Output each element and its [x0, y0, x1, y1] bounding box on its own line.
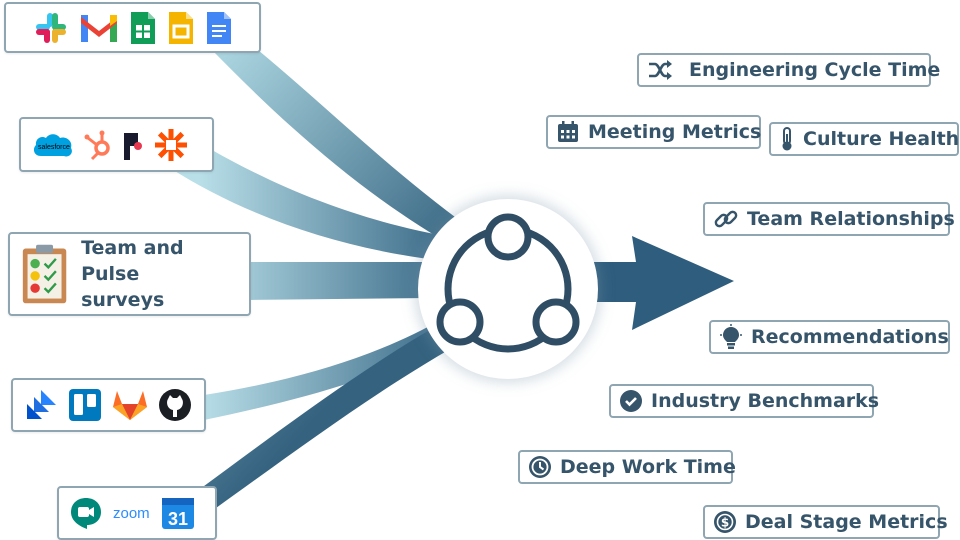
hubspot-icon [84, 130, 110, 160]
output-deep-work-time: Deep Work Time [518, 450, 736, 484]
flow-band-crm [170, 150, 456, 262]
output-label: Culture Health [803, 128, 960, 150]
output-label: Meeting Metrics [588, 121, 762, 143]
clipboard-survey-icon [22, 244, 67, 304]
output-team-relationships: Team Relationships [703, 202, 955, 236]
jira-icon [27, 390, 56, 419]
check-badge-icon [620, 390, 642, 412]
hub-circle [418, 199, 598, 379]
salesforce-text: salesforce [38, 144, 70, 151]
slack-icon [35, 12, 66, 43]
output-industry-benchmarks: Industry Benchmarks [609, 384, 879, 418]
google-docs-icon [206, 11, 231, 44]
output-deal-stage-metrics: $ Deal Stage Metrics [703, 505, 948, 539]
source-collab-apps [4, 2, 261, 53]
dollar-icon: $ [714, 511, 736, 533]
thermometer-icon [782, 127, 792, 151]
flow-band-dev [204, 318, 456, 420]
calendar-day-text: 31 [168, 509, 188, 529]
zoom-icon: zoom [113, 504, 150, 522]
trello-icon [69, 389, 101, 421]
google-slides-icon [168, 11, 193, 44]
output-label: Engineering Cycle Time [689, 59, 941, 81]
gitlab-icon [113, 391, 147, 420]
zapier-icon [155, 128, 187, 161]
github-icon [159, 389, 191, 421]
output-label: Deep Work Time [560, 456, 736, 478]
output-label: Deal Stage Metrics [745, 511, 948, 533]
network-hub-icon [436, 213, 580, 353]
lightbulb-icon [720, 324, 742, 349]
pipedrive-icon [124, 132, 142, 160]
flow-band-surveys [248, 262, 430, 300]
source-surveys: Team and Pulse surveys [8, 232, 251, 316]
output-culture-health: Culture Health [769, 122, 959, 156]
output-arrow [594, 236, 734, 330]
gmail-icon [80, 14, 117, 42]
google-calendar-icon: 31 [161, 498, 194, 529]
output-engineering-cycle-time: Engineering Cycle Time [637, 53, 940, 87]
svg-text:$: $ [721, 516, 729, 530]
link-icon [714, 210, 738, 228]
survey-label-line2: surveys [81, 289, 165, 311]
flow-band-meetings [196, 325, 452, 508]
source-dev-tools [11, 378, 206, 432]
source-crm-apps: salesforce [19, 117, 214, 172]
output-meeting-metrics: Meeting Metrics [546, 115, 761, 149]
calendar-icon [558, 121, 578, 142]
google-sheets-icon [130, 11, 155, 44]
survey-label: Team and Pulse surveys [81, 235, 239, 313]
google-meet-icon [71, 498, 101, 529]
output-recommendations: Recommendations [709, 320, 950, 354]
salesforce-icon: salesforce [33, 133, 72, 156]
source-meeting-apps: zoom 31 [57, 486, 217, 540]
output-label: Recommendations [751, 326, 949, 348]
output-label: Team Relationships [747, 208, 955, 230]
shuffle-icon [649, 60, 672, 80]
flow-band-collab [212, 50, 470, 250]
survey-label-line1: Team and Pulse [81, 237, 184, 285]
clock-icon [529, 456, 551, 478]
output-label: Industry Benchmarks [651, 390, 880, 412]
